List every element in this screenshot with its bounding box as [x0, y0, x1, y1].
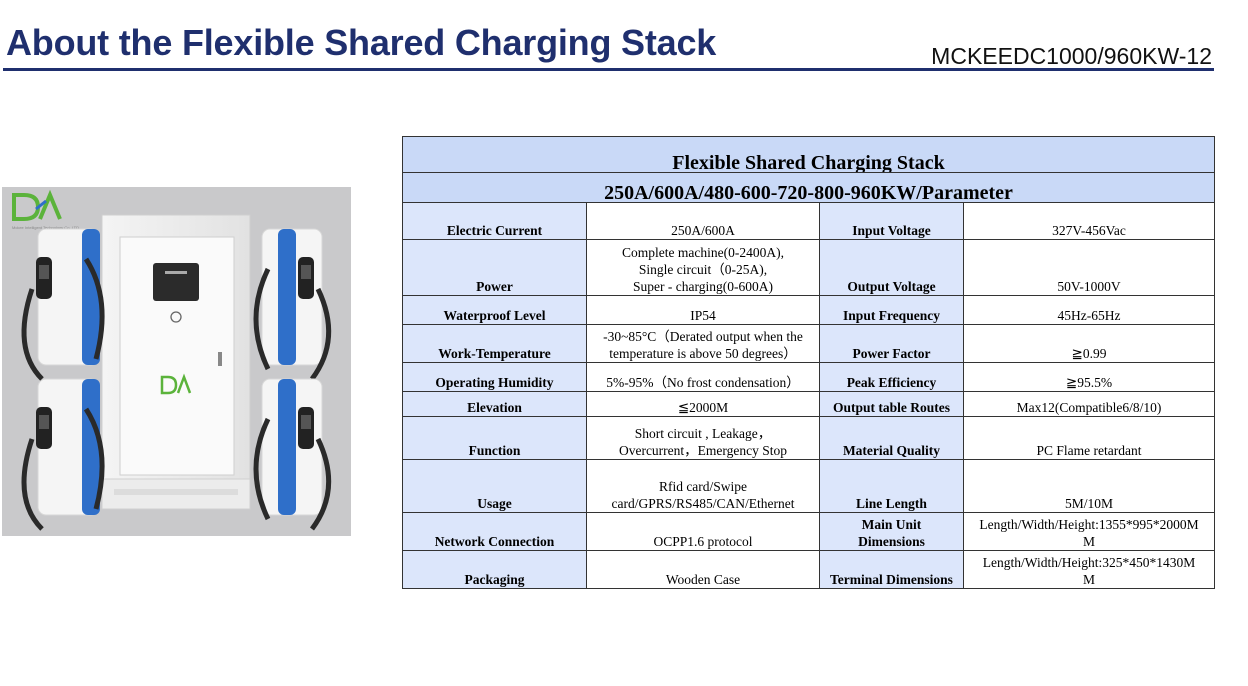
spec-value: OCPP1.6 protocol [586, 512, 820, 551]
company-logo: Mckee Intelligent Technology Co.,LTD [12, 189, 79, 230]
spec-label: Peak Efficiency [819, 362, 964, 392]
spec-value: 327V-456Vac [963, 202, 1215, 240]
spec-value: Complete machine(0-2400A), Single circui… [586, 239, 820, 296]
spec-label: Waterproof Level [402, 295, 587, 325]
dispenser-top-right [253, 228, 332, 381]
spec-label: Operating Humidity [402, 362, 587, 392]
spec-value: Short circuit , Leakage， Overcurrent，Eme… [586, 416, 820, 460]
title-underline [3, 68, 1214, 71]
spec-value: Rfid card/Swipe card/GPRS/RS485/CAN/Ethe… [586, 459, 820, 513]
spec-table: Flexible Shared Charging Stack 250A/600A… [402, 136, 1215, 589]
spec-label: Material Quality [819, 416, 964, 460]
spec-label: Main Unit Dimensions [819, 512, 964, 551]
spec-label: Packaging [402, 550, 587, 589]
spec-value: 50V-1000V [963, 239, 1215, 296]
dispenser-top-left [21, 228, 105, 381]
spec-value: Length/Width/Height:1355*995*2000M M [963, 512, 1215, 551]
spec-label: Line Length [819, 459, 964, 513]
spec-label: Network Connection [402, 512, 587, 551]
spec-value: -30~85°C（Derated output when the tempera… [586, 324, 820, 363]
spec-label: Function [402, 416, 587, 460]
svg-text:Mckee Intelligent Technology C: Mckee Intelligent Technology Co.,LTD [12, 225, 79, 230]
table-title: Flexible Shared Charging Stack [402, 136, 1215, 173]
spec-value: 45Hz-65Hz [963, 295, 1215, 325]
table-row: Work-Temperature-30~85°C（Derated output … [402, 324, 1215, 363]
spec-label: Input Voltage [819, 202, 964, 240]
spec-label: Work-Temperature [402, 324, 587, 363]
spec-value: Max12(Compatible6/8/10) [963, 391, 1215, 417]
spec-label: Elevation [402, 391, 587, 417]
spec-label: Output Voltage [819, 239, 964, 296]
charging-stack-illustration: Mckee Intelligent Technology Co.,LTD [12, 189, 332, 531]
spec-label: Electric Current [402, 202, 587, 240]
table-subtitle: 250A/600A/480-600-720-800-960KW/Paramete… [402, 172, 1215, 203]
spec-value: 250A/600A [586, 202, 820, 240]
spec-label: Input Frequency [819, 295, 964, 325]
spec-value: 5M/10M [963, 459, 1215, 513]
spec-label: Power Factor [819, 324, 964, 363]
dispenser-bottom-left [21, 378, 105, 531]
spec-label: Terminal Dimensions [819, 550, 964, 589]
spec-value: Wooden Case [586, 550, 820, 589]
spec-value: ≧95.5% [963, 362, 1215, 392]
spec-label: Power [402, 239, 587, 296]
spec-label: Usage [402, 459, 587, 513]
model-number: MCKEEDC1000/960KW-12 [931, 43, 1212, 69]
product-image: Mckee Intelligent Technology Co.,LTD [2, 187, 351, 536]
dispenser-bottom-right [253, 378, 332, 531]
spec-value: Length/Width/Height:325*450*1430M M [963, 550, 1215, 589]
spec-value: ≧0.99 [963, 324, 1215, 363]
spec-value: 5%-95%（No frost condensation） [586, 362, 820, 392]
spec-value: ≦2000M [586, 391, 820, 417]
spec-label: Output table Routes [819, 391, 964, 417]
power-cabinet [101, 214, 251, 510]
spec-value: IP54 [586, 295, 820, 325]
spec-value: PC Flame retardant [963, 416, 1215, 460]
page-title: About the Flexible Shared Charging Stack [6, 22, 717, 63]
